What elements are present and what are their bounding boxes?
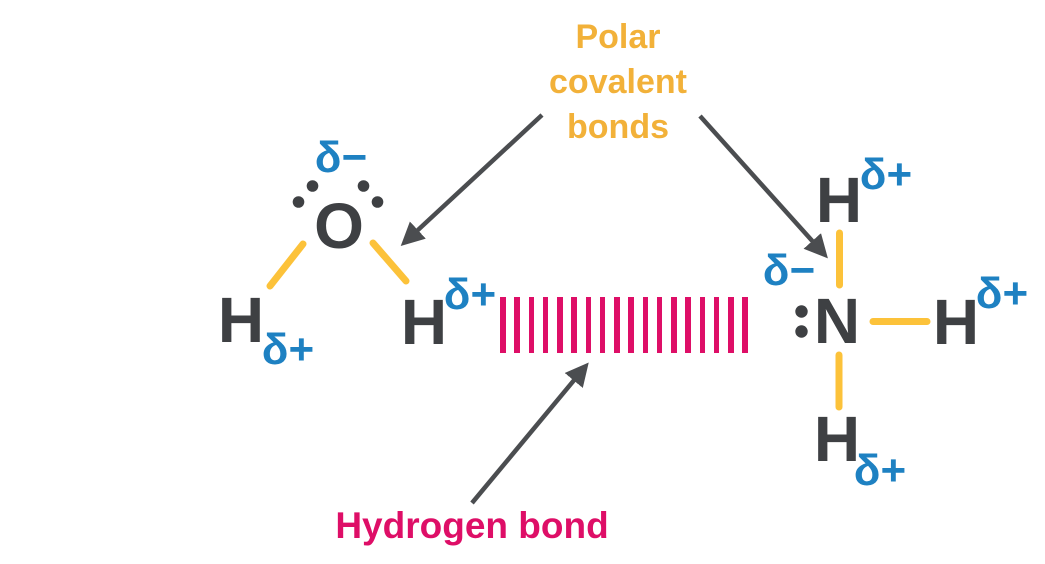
ammonia-hydrogen-right: H bbox=[932, 286, 980, 358]
hydrogen-bond-bar bbox=[614, 297, 620, 353]
hydrogen-bond-bar bbox=[713, 297, 720, 353]
hydrogen-bond-band bbox=[500, 297, 748, 353]
hydrogen-bond-bar bbox=[542, 297, 549, 353]
hydrogen-bond-bar bbox=[628, 297, 634, 353]
polar-label-line-3: bonds bbox=[567, 108, 669, 146]
water-oh-bond-right bbox=[369, 239, 410, 285]
hydrogen-bond-bar bbox=[671, 297, 677, 353]
arrow-to-ammonia-nh-bond bbox=[698, 114, 828, 259]
water-oxygen-atom: O bbox=[314, 190, 364, 262]
hydrogen-bond-bar bbox=[642, 297, 648, 353]
nitrogen-lone-pair-dot bbox=[795, 305, 808, 318]
hydrogen-bond-bar bbox=[500, 297, 506, 353]
water-delta-plus-left: δ+ bbox=[261, 325, 315, 374]
oxygen-lone-pair-dot bbox=[371, 196, 384, 208]
ammonia-delta-plus-bottom: δ+ bbox=[853, 446, 907, 495]
oxygen-lone-pair-dot bbox=[292, 196, 305, 208]
polar-covalent-bonds-label: Polar covalent bonds bbox=[549, 15, 687, 150]
hydrogen-bond-bar bbox=[571, 297, 577, 353]
hydrogen-bond-label: Hydrogen bond bbox=[335, 505, 609, 546]
hydrogen-bond-bar bbox=[742, 297, 748, 353]
ammonia-delta-plus-top: δ+ bbox=[859, 150, 913, 199]
hydrogen-bond-bar bbox=[685, 297, 691, 353]
water-delta-minus: δ− bbox=[314, 133, 368, 182]
ammonia-hydrogen-top: H bbox=[815, 164, 863, 236]
ammonia-nitrogen-atom: N bbox=[813, 285, 861, 357]
hydrogen-bond-bar bbox=[557, 297, 563, 353]
hydrogen-bond-bar bbox=[728, 297, 734, 353]
hydrogen-bond-bar bbox=[514, 297, 520, 353]
polar-label-line-2: covalent bbox=[549, 63, 687, 101]
oxygen-lone-pair-dot bbox=[357, 180, 370, 192]
water-delta-plus-right: δ+ bbox=[443, 270, 497, 319]
ammonia-hydrogen-bottom: H bbox=[813, 403, 861, 475]
ammonia-delta-plus-right: δ+ bbox=[975, 269, 1029, 318]
arrow-to-hydrogen-bond bbox=[470, 362, 589, 505]
hydrogen-bond-bar bbox=[599, 297, 606, 353]
nitrogen-lone-pair-dot bbox=[795, 325, 808, 338]
hydrogen-bond-bar bbox=[585, 297, 591, 353]
hydrogen-bond-bar bbox=[528, 297, 534, 353]
water-oh-bond-left bbox=[266, 240, 307, 290]
ammonia-delta-minus: δ− bbox=[762, 246, 816, 295]
water-hydrogen-left: H bbox=[217, 284, 265, 356]
hydrogen-bond-bar bbox=[656, 297, 663, 353]
polar-label-line-1: Polar bbox=[575, 18, 661, 56]
oxygen-lone-pair-dot bbox=[306, 180, 319, 192]
arrow-to-water-oh-bond bbox=[400, 113, 544, 246]
water-hydrogen-right: H bbox=[400, 286, 448, 358]
hydrogen-bond-bar bbox=[699, 297, 705, 353]
